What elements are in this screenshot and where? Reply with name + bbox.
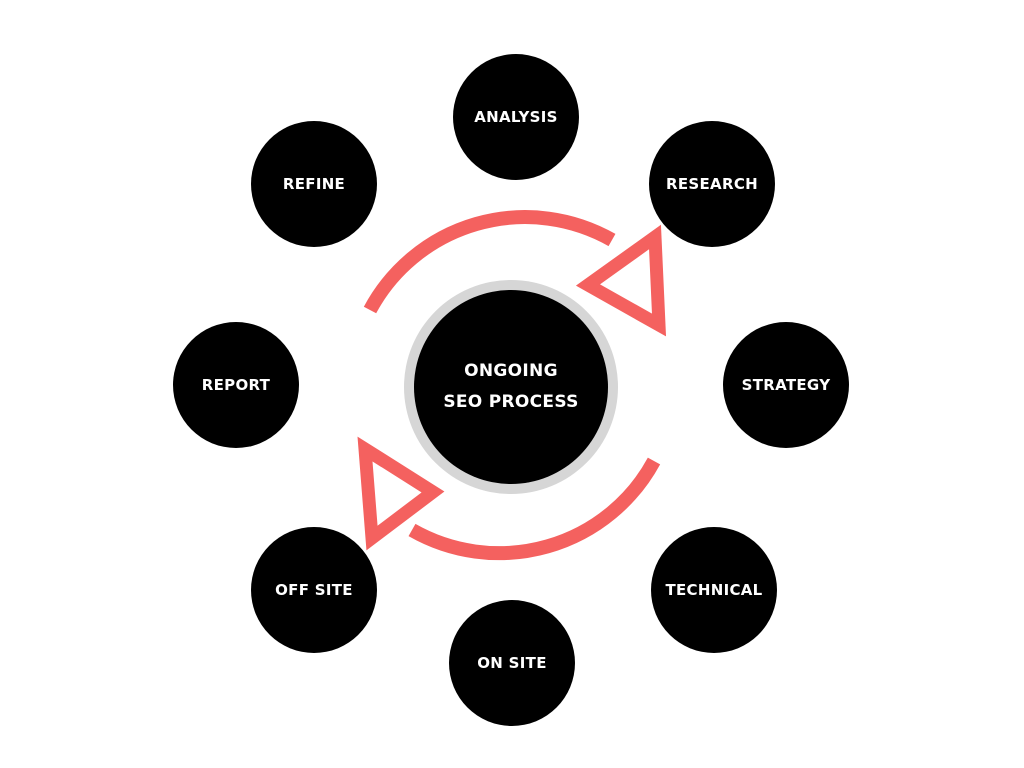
center-node: ONGOING SEO PROCESS (414, 290, 608, 484)
step-node-refine: REFINE (251, 121, 377, 247)
step-label-on-site: ON SITE (477, 654, 547, 672)
cycle-arrowhead-top (575, 224, 667, 337)
step-node-on-site: ON SITE (449, 600, 575, 726)
cycle-arrow-top-arc (363, 210, 616, 314)
step-label-research: RESEARCH (666, 175, 758, 193)
center-title-line-1: ONGOING (464, 360, 558, 381)
cycle-arrowhead-bottom (357, 436, 445, 551)
step-node-report: REPORT (173, 322, 299, 448)
step-label-analysis: ANALYSIS (474, 108, 558, 126)
step-node-analysis: ANALYSIS (453, 54, 579, 180)
step-label-technical: TECHNICAL (665, 581, 763, 599)
step-node-technical: TECHNICAL (651, 527, 777, 653)
step-label-strategy: STRATEGY (741, 376, 831, 394)
step-label-off-site: OFF SITE (275, 581, 353, 599)
step-node-off-site: OFF SITE (251, 527, 377, 653)
step-node-strategy: STRATEGY (723, 322, 849, 448)
step-label-report: REPORT (201, 376, 271, 394)
cycle-arrow-bottom-arc (408, 457, 661, 561)
step-node-research: RESEARCH (649, 121, 775, 247)
center-title-line-2: SEO PROCESS (443, 392, 579, 412)
step-label-refine: REFINE (282, 175, 346, 193)
